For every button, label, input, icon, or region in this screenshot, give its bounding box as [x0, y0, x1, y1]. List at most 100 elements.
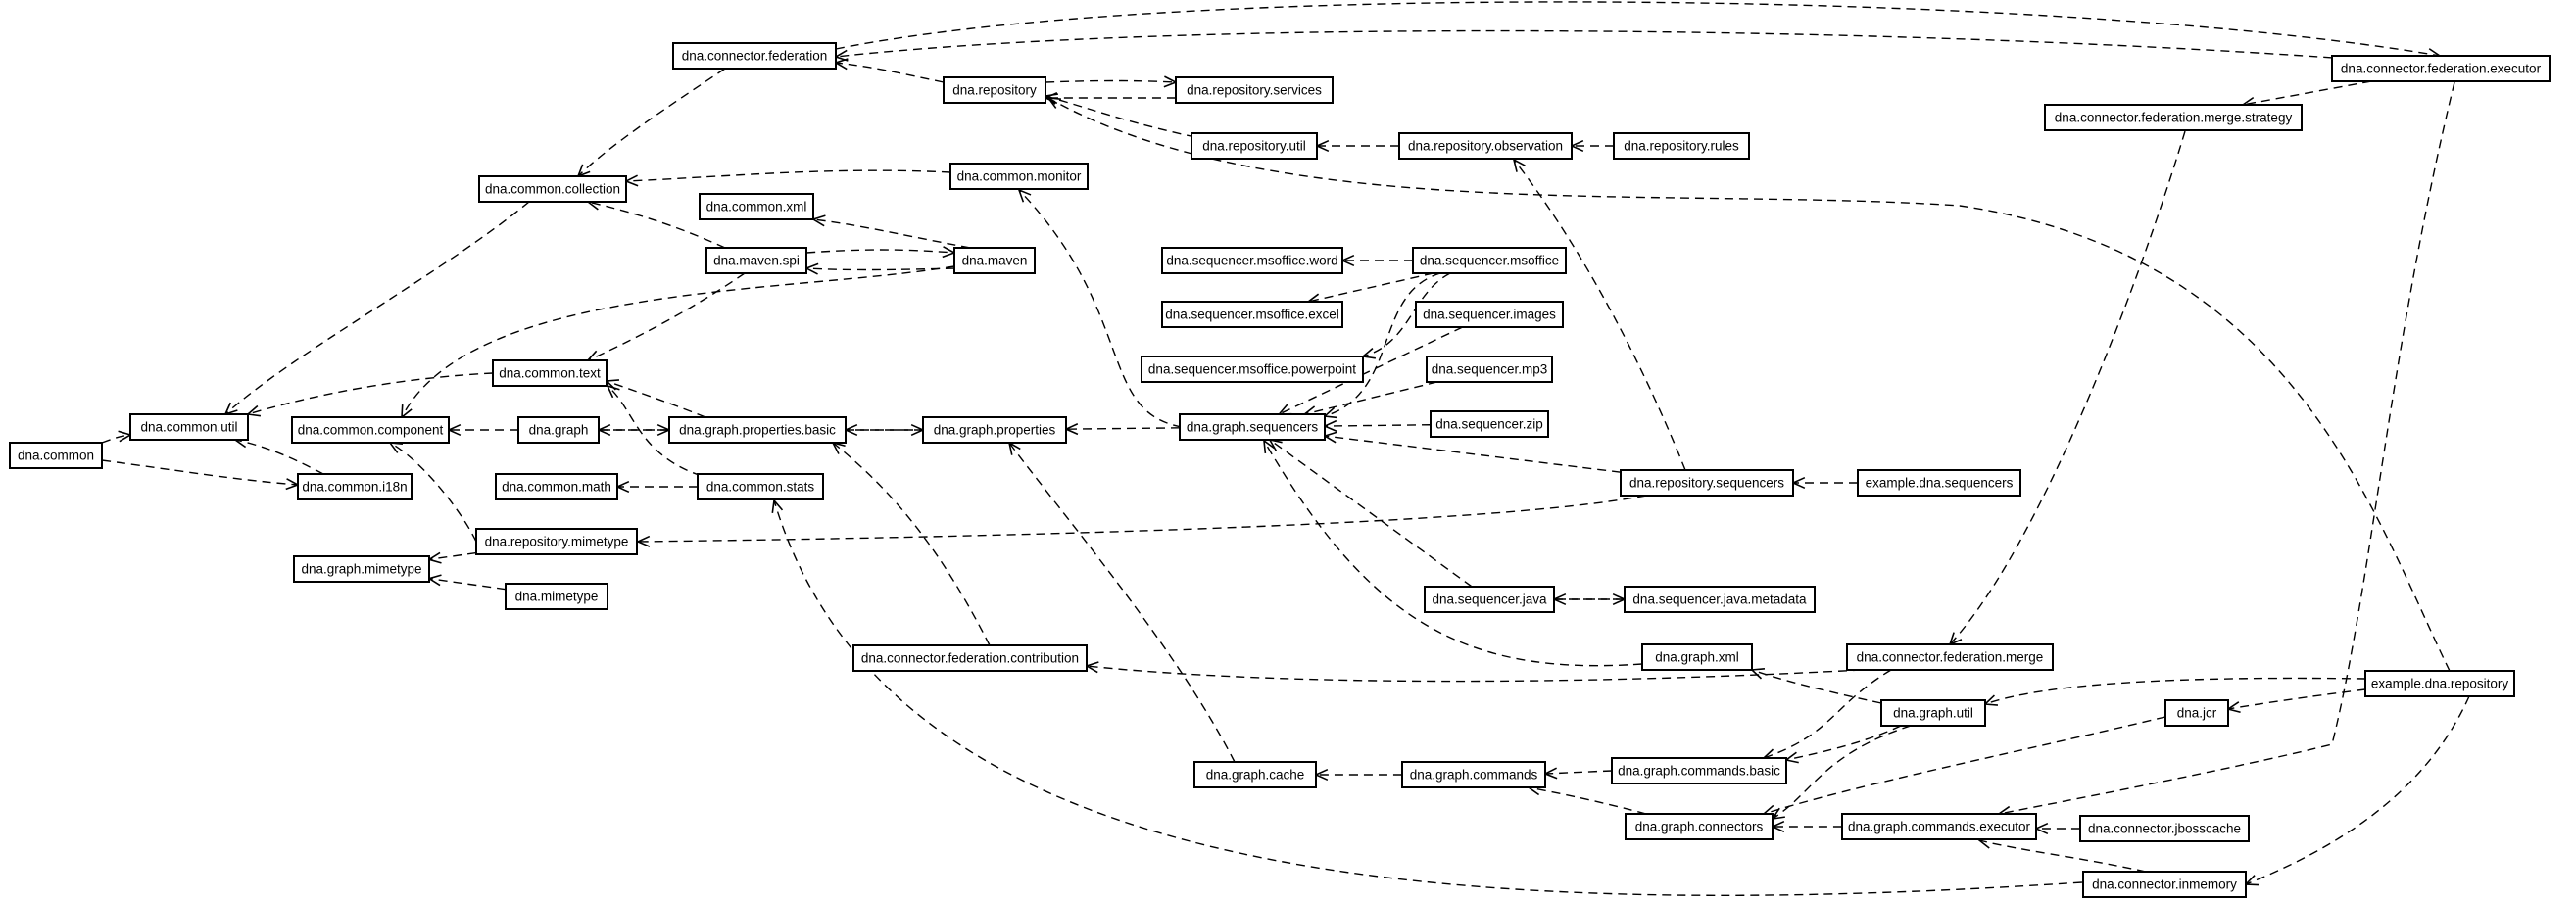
dependency-edge-dna-connector-federation-to-dna-connector-federation-executor [835, 1, 2442, 60]
package-box [495, 473, 618, 500]
package-box [492, 359, 608, 387]
package-label: dna.repository.util [1202, 139, 1306, 154]
arrowhead-icon [401, 404, 413, 419]
dependency-edge-dna-graph-sequencers-to-dna-graph-properties [1064, 423, 1181, 436]
package-node-dna-graph-xml: dna.graph.xml [1641, 643, 1753, 671]
dependency-line [805, 249, 955, 254]
arrowhead-icon [388, 442, 404, 453]
package-node-dna-mimetype: dna.mimetype [505, 583, 608, 610]
package-node-dna-sequencer-msoffice-powerpoint: dna.sequencer.msoffice.powerpoint [1141, 356, 1364, 383]
dependency-edge-dna-sequencer-msoffice-to-dna-sequencer-msoffice-word [1340, 254, 1413, 267]
dependency-line [1763, 669, 1892, 759]
package-box [672, 42, 837, 70]
package-box [1424, 586, 1555, 613]
package-label: example.dna.repository [2371, 677, 2509, 691]
package-node-dna-common-text: dna.common.text [492, 359, 608, 387]
package-box [1641, 643, 1753, 671]
dependency-line [389, 442, 477, 543]
package-box [129, 413, 249, 441]
dependency-edge-dna-graph-connectors-to-dna-graph-commands [1527, 783, 1647, 815]
package-box [1841, 813, 2037, 840]
dependency-line [577, 68, 726, 177]
package-node-dna-graph-mimetype: dna.graph.mimetype [293, 555, 430, 583]
dependency-line [401, 265, 955, 418]
package-box [2331, 55, 2551, 82]
dependency-line [1978, 839, 2147, 873]
package-box [2164, 699, 2229, 727]
package-node-dna-connector-inmemory: dna.connector.inmemory [2082, 871, 2247, 898]
dependency-line [1324, 435, 1622, 473]
dependency-line [247, 372, 494, 415]
package-label: dna.graph.properties [934, 423, 1056, 438]
package-box [1426, 356, 1553, 383]
package-label: dna.connector.jbosscache [2088, 822, 2241, 836]
dependency-line [1045, 95, 1196, 138]
dependency-line [1065, 427, 1181, 430]
package-node-dna-sequencer-zip: dna.sequencer.zip [1430, 410, 1549, 438]
dependency-line [1984, 677, 2366, 705]
package-label: dna.graph.mimetype [301, 562, 421, 577]
package-node-dna-repository-services: dna.repository.services [1175, 76, 1334, 104]
dependency-line [101, 434, 131, 444]
dependency-edge-dna-repository-sequencers-to-dna-repository-mimetype [636, 495, 1647, 547]
dependency-line [1785, 725, 1902, 761]
package-label: dna.repository.mimetype [485, 535, 629, 549]
package-label: dna.graph.commands.basic [1618, 764, 1780, 779]
package-box [1161, 301, 1343, 328]
package-label: dna.maven [962, 254, 1028, 268]
dependency-line [1279, 326, 1463, 415]
dependency-edge-dna-graph-sequencers-to-dna-common-monitor [1017, 188, 1183, 428]
package-node-dna-graph-commands-executor: dna.graph.commands.executor [1841, 813, 2037, 840]
package-node-dna-sequencer-java-metadata: dna.sequencer.java.metadata [1624, 586, 1816, 613]
package-label: dna.common.component [298, 423, 444, 438]
dependency-edge-dna-maven-to-dna-common-xml [811, 214, 971, 249]
arrowhead-icon [2226, 701, 2241, 714]
package-node-dna-graph-connectors: dna.graph.connectors [1625, 813, 1774, 840]
package-node-example-dna-sequencers: example.dna.sequencers [1857, 469, 2021, 497]
package-label: dna.graph.util [1893, 706, 1973, 721]
dependency-line [1086, 665, 1863, 683]
package-label: dna.mimetype [515, 590, 599, 604]
dependency-line [1324, 272, 1441, 417]
arrowhead-icon [2244, 875, 2260, 886]
package-box [1611, 757, 1787, 784]
package-label: dna.connector.federation.contribution [861, 651, 1079, 666]
package-label: dna.graph.commands.executor [1848, 820, 2031, 834]
package-box [852, 644, 1088, 672]
package-node-dna-common-stats: dna.common.stats [697, 473, 824, 500]
package-label: dna.connector.inmemory [2092, 878, 2237, 892]
package-node-dna-sequencer-msoffice-excel: dna.sequencer.msoffice.excel [1161, 301, 1343, 328]
dependency-line [832, 442, 991, 646]
package-node-dna-connector-federation: dna.connector.federation [672, 42, 837, 70]
dependency-line [1772, 725, 1912, 820]
package-box [1415, 301, 1564, 328]
package-label: dna.sequencer.mp3 [1432, 362, 1548, 377]
package-node-dna-graph-util: dna.graph.util [1880, 699, 1986, 727]
dependency-line [428, 551, 477, 560]
package-label: dna.common.math [502, 480, 611, 495]
package-label: dna.graph.cache [1206, 768, 1305, 783]
arrowhead-icon [1361, 348, 1376, 359]
package-box [699, 193, 814, 220]
package-node-dna-graph: dna.graph [517, 416, 600, 444]
package-box [705, 247, 807, 274]
dependency-line [1045, 79, 1177, 83]
package-box [475, 528, 638, 555]
package-box [1625, 813, 1774, 840]
dependency-line [1018, 189, 1183, 428]
package-node-dna-repository-mimetype: dna.repository.mimetype [475, 528, 638, 555]
dependency-line [1324, 424, 1432, 427]
package-node-dna-connector-federation-contribution: dna.connector.federation.contribution [852, 644, 1088, 672]
package-box [1175, 76, 1334, 104]
arrowhead-icon [1046, 97, 1062, 109]
dependency-line [606, 380, 706, 418]
dependency-line [625, 169, 951, 182]
dependency-line [2242, 80, 2372, 106]
dependency-line [1008, 442, 1236, 763]
dependency-edge-dna-repository-rules-to-dna-repository-observation [1570, 139, 1614, 153]
dependency-edge-dna-graph-xml-to-dna-graph-sequencers [1263, 439, 1643, 667]
package-node-dna-graph-cache: dna.graph.cache [1193, 761, 1317, 788]
dependency-edge-dna-graph-properties-basic-to-dna-common-text [605, 379, 706, 418]
dependency-line [1047, 97, 2451, 672]
